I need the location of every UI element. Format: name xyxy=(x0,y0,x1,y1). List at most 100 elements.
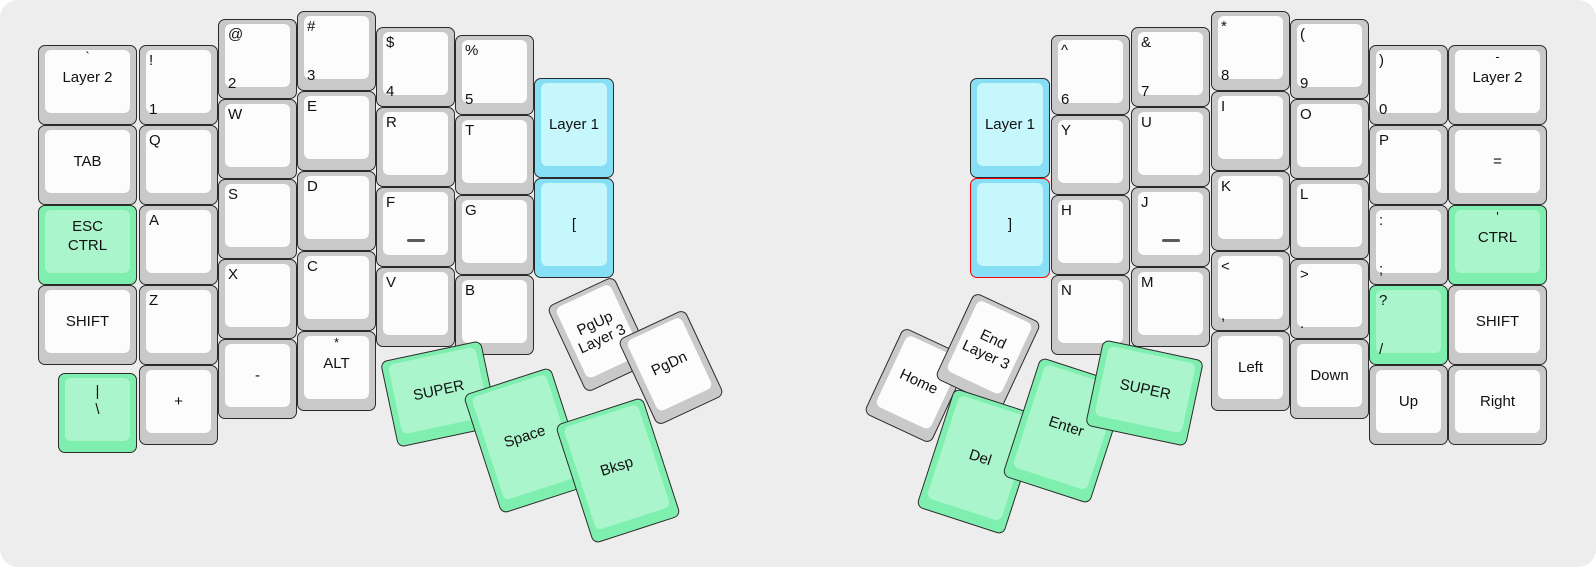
keycap-surface xyxy=(45,50,130,113)
key-l-c3-r4[interactable]: *ALT xyxy=(297,331,376,411)
key-r-c4-r3[interactable]: >. xyxy=(1290,259,1369,339)
keycap-surface xyxy=(304,16,369,79)
keycap-surface xyxy=(1218,336,1283,399)
key-r-c1-r0[interactable]: ^6 xyxy=(1051,35,1130,115)
key-r-c5-r2[interactable]: :; xyxy=(1369,205,1448,285)
key-r-c5-r3[interactable]: ?/ xyxy=(1369,285,1448,365)
keycap-surface xyxy=(1058,120,1123,183)
key-r-c3-r2[interactable]: K xyxy=(1211,171,1290,251)
key-r-c1-r1[interactable]: Y xyxy=(1051,115,1130,195)
key-l-c3-r1[interactable]: E xyxy=(297,91,376,171)
key-l-c3-r3[interactable]: C xyxy=(297,251,376,331)
keycap-surface xyxy=(225,184,290,247)
key-r-c4-r4[interactable]: Down xyxy=(1290,339,1369,419)
key-l-c6-r1[interactable]: [ xyxy=(534,178,614,278)
keycap-surface xyxy=(1218,16,1283,79)
key-r-c5-r1[interactable]: P xyxy=(1369,125,1448,205)
key-l-c4-r2[interactable]: F xyxy=(376,187,455,267)
keycap-surface xyxy=(977,183,1043,266)
key-r-c6-r0[interactable]: -Layer 2 xyxy=(1448,45,1547,125)
key-r-c4-r0[interactable]: (9 xyxy=(1290,19,1369,99)
key-l-c2-r3[interactable]: X xyxy=(218,259,297,339)
key-l-c0-r0[interactable]: `Layer 2 xyxy=(38,45,137,125)
key-r-c5-r4[interactable]: Up xyxy=(1369,365,1448,445)
keycap-surface xyxy=(1455,50,1540,113)
key-l-c3-r0[interactable]: #3 xyxy=(297,11,376,91)
keycap-surface xyxy=(1218,96,1283,159)
key-l-c5-r2[interactable]: G xyxy=(455,195,534,275)
key-r-c4-r2[interactable]: L xyxy=(1290,179,1369,259)
keycap-surface xyxy=(1455,290,1540,353)
key-l-c1-r4[interactable]: + xyxy=(139,365,218,445)
key-l-c5-r1[interactable]: T xyxy=(455,115,534,195)
keycap-surface xyxy=(1138,192,1203,255)
key-l-c5-r0[interactable]: %5 xyxy=(455,35,534,115)
keycap-surface xyxy=(225,104,290,167)
keycap-surface xyxy=(1138,112,1203,175)
keycap-surface xyxy=(462,120,527,183)
key-l-c1-r2[interactable]: A xyxy=(139,205,218,285)
key-r-c6-r2[interactable]: 'CTRL xyxy=(1448,205,1547,285)
key-l-c3-r2[interactable]: D xyxy=(297,171,376,251)
keycap-surface xyxy=(1094,345,1197,434)
keycap-surface xyxy=(304,96,369,159)
key-l-c2-r2[interactable]: S xyxy=(218,179,297,259)
key-l-c0-r1[interactable]: TAB xyxy=(38,125,137,205)
key-l-c4-r0[interactable]: $4 xyxy=(376,27,455,107)
keycap-surface xyxy=(1058,40,1123,103)
key-l-c1-r3[interactable]: Z xyxy=(139,285,218,365)
key-r-c3-r0[interactable]: *8 xyxy=(1211,11,1290,91)
keycap-surface xyxy=(1297,104,1362,167)
keycap-surface xyxy=(1297,264,1362,327)
keycap-surface xyxy=(541,83,607,166)
keycap-surface xyxy=(383,112,448,175)
key-r-c2-r0[interactable]: &7 xyxy=(1131,27,1210,107)
key-l-c4-r1[interactable]: R xyxy=(376,107,455,187)
key-r-c0-r1[interactable]: ] xyxy=(970,178,1050,278)
key-l-c0-r3[interactable]: SHIFT xyxy=(38,285,137,365)
key-r-c6-r1[interactable]: = xyxy=(1448,125,1547,205)
keycap-surface xyxy=(383,32,448,95)
key-l-c2-r4[interactable]: - xyxy=(218,339,297,419)
keycap-surface xyxy=(1297,24,1362,87)
key-l-c5-r3[interactable]: B xyxy=(455,275,534,355)
keycap-surface xyxy=(45,210,130,273)
keycap-surface xyxy=(383,192,448,255)
key-l-c1-r0[interactable]: !1 xyxy=(139,45,218,125)
key-l-c2-r1[interactable]: W xyxy=(218,99,297,179)
keycap-surface xyxy=(462,40,527,103)
key-r-c4-r1[interactable]: O xyxy=(1290,99,1369,179)
keycap-surface xyxy=(146,370,211,433)
keycap-surface xyxy=(1297,184,1362,247)
key-l-c2-r0[interactable]: @2 xyxy=(218,19,297,99)
key-r-c3-r3[interactable]: <, xyxy=(1211,251,1290,331)
keycap-surface xyxy=(146,210,211,273)
key-r-c2-r1[interactable]: U xyxy=(1131,107,1210,187)
keycap-surface xyxy=(1376,370,1441,433)
keycap-surface xyxy=(45,130,130,193)
keycap-surface xyxy=(1138,32,1203,95)
key-l-c4-r3[interactable]: V xyxy=(376,267,455,347)
key-r-c0-r0[interactable]: Layer 1 xyxy=(970,78,1050,178)
keycap-surface xyxy=(383,272,448,335)
key-l-c6-r0[interactable]: Layer 1 xyxy=(534,78,614,178)
key-r-c3-r4[interactable]: Left xyxy=(1211,331,1290,411)
key-r-c1-r2[interactable]: H xyxy=(1051,195,1130,275)
key-r-c2-r3[interactable]: M xyxy=(1131,267,1210,347)
keycap-surface xyxy=(45,290,130,353)
keycap-surface xyxy=(1455,210,1540,273)
key-r-c6-r3[interactable]: SHIFT xyxy=(1448,285,1547,365)
key-r-c3-r1[interactable]: I xyxy=(1211,91,1290,171)
key-r-c5-r0[interactable]: )0 xyxy=(1369,45,1448,125)
key-r-c6-r4[interactable]: Right xyxy=(1448,365,1547,445)
keycap-surface xyxy=(1058,280,1123,343)
keycap-surface xyxy=(1455,370,1540,433)
keycap-surface xyxy=(1376,210,1441,273)
key-l-c0-r4[interactable]: |\ xyxy=(58,373,137,453)
homing-bar-icon xyxy=(1161,239,1180,242)
key-r-c2-r2[interactable]: J xyxy=(1131,187,1210,267)
key-l-c1-r1[interactable]: Q xyxy=(139,125,218,205)
keycap-surface xyxy=(225,264,290,327)
keycap-surface xyxy=(304,256,369,319)
